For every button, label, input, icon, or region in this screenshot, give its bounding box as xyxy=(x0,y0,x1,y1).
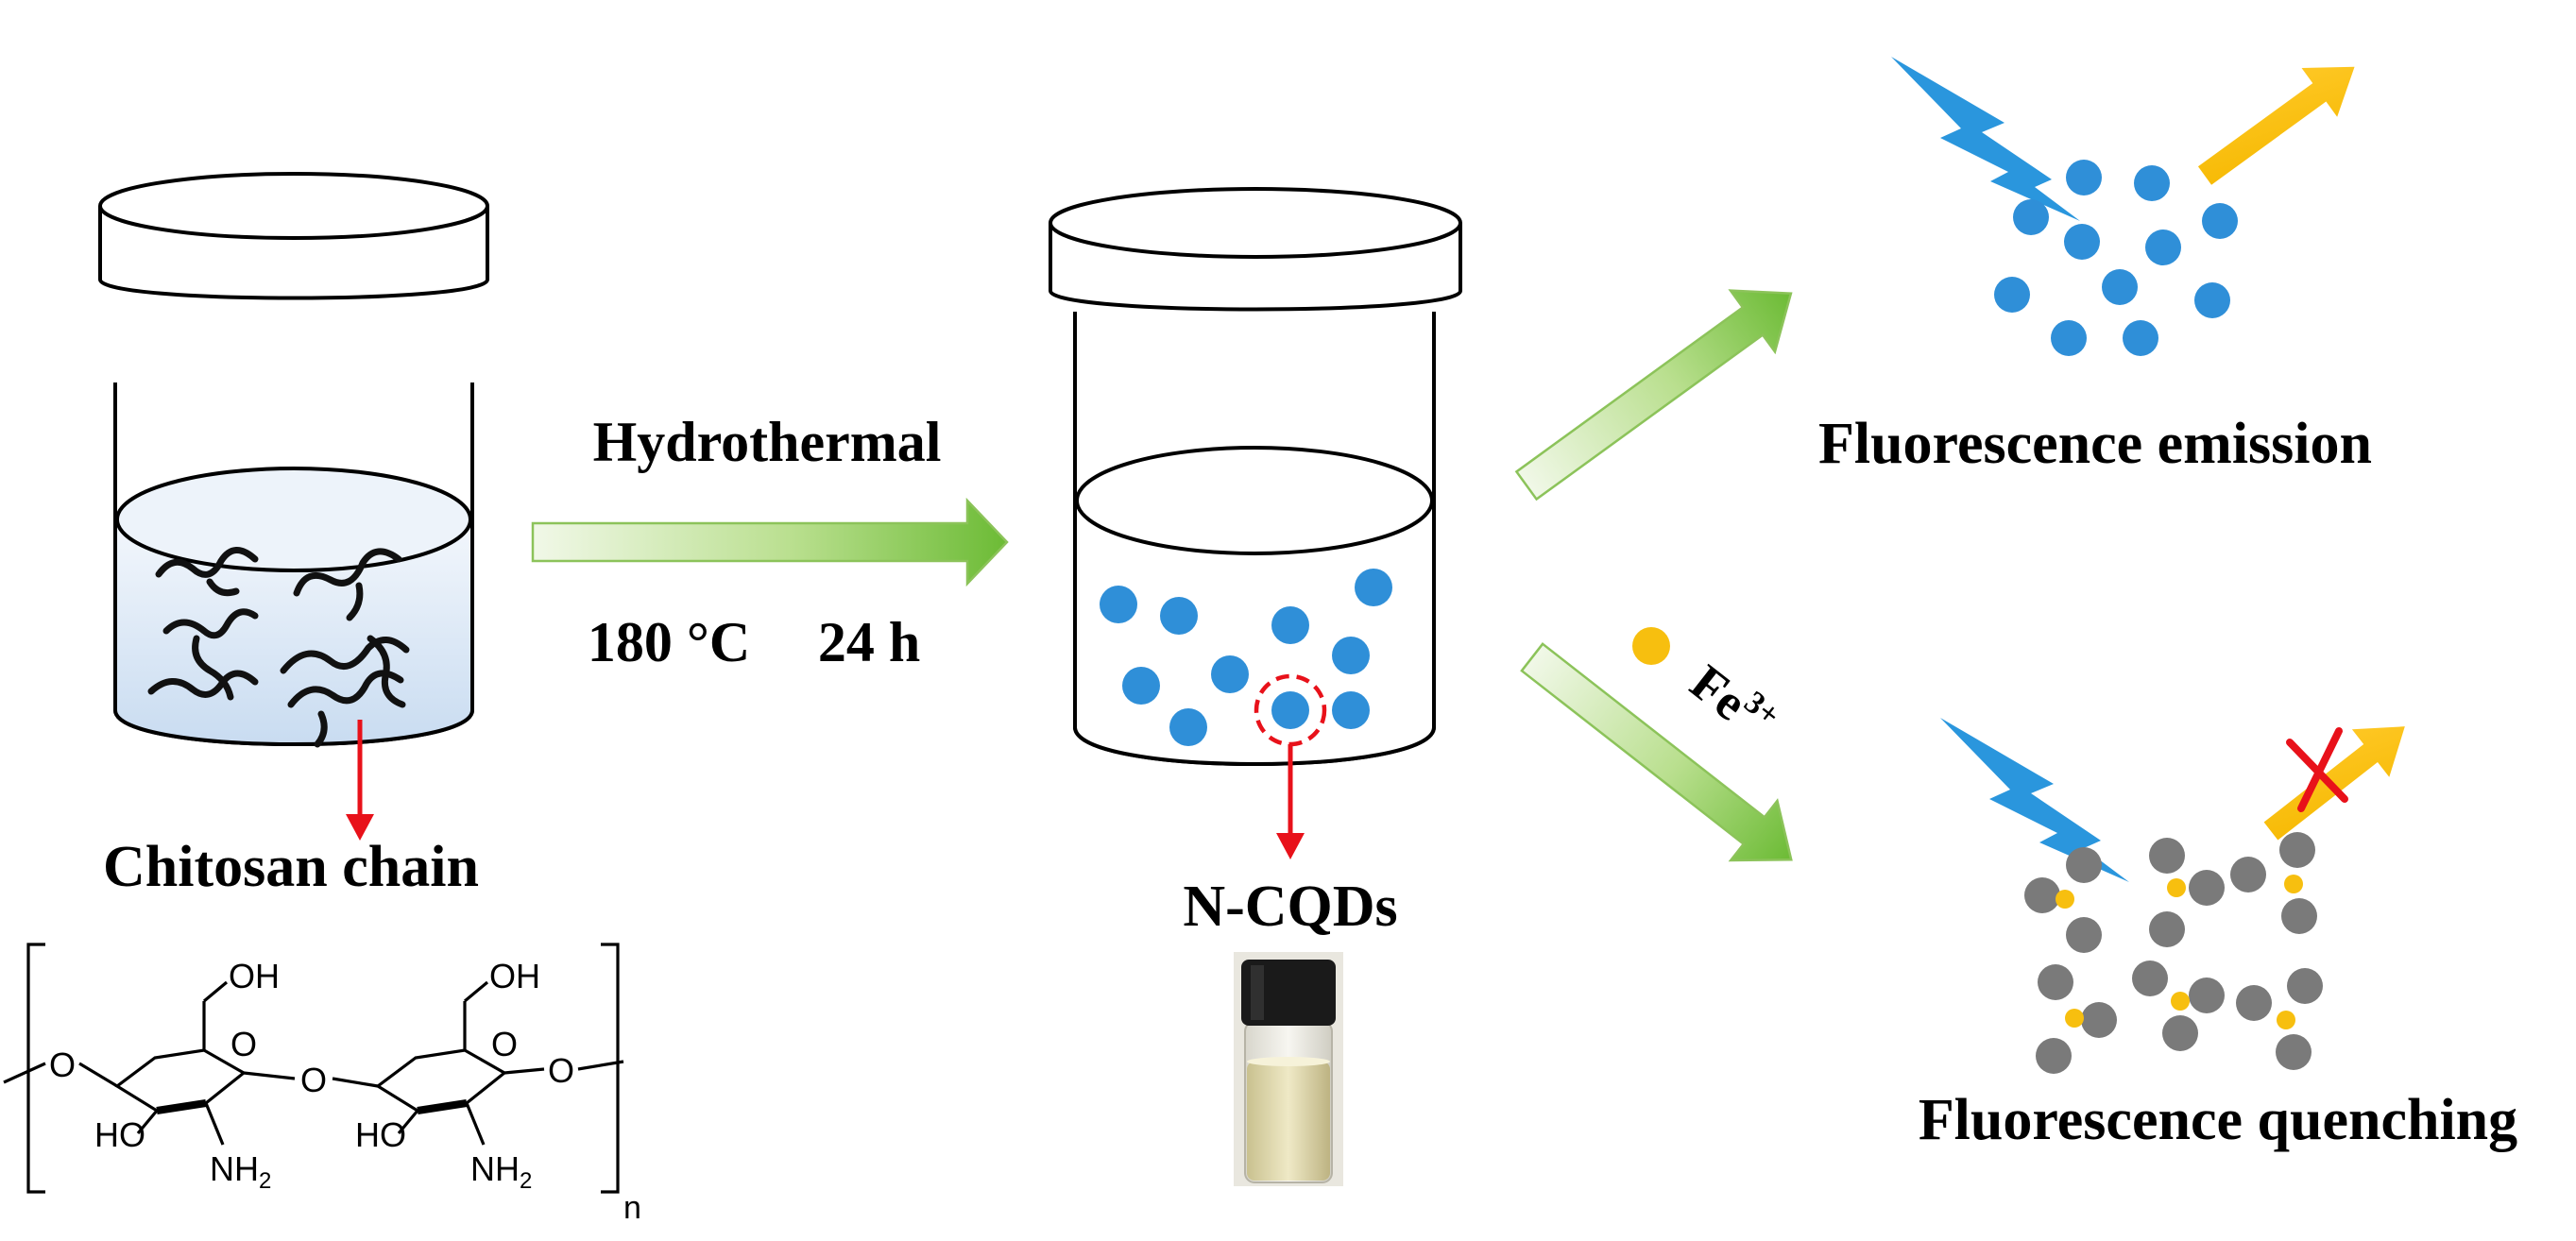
quenching-label: Fluorescence quenching xyxy=(1919,1088,2517,1152)
chem-ho-right: HO xyxy=(355,1115,406,1154)
chem-oh-left: OH xyxy=(229,957,280,995)
process-temp-label: 180 °C xyxy=(588,611,750,673)
emission-label: Fluorescence emission xyxy=(1818,412,2372,476)
process-name-label: Hydrothermal xyxy=(593,411,942,473)
emission-arrow-icon xyxy=(2187,42,2372,200)
process-time-label: 24 h xyxy=(818,611,920,673)
precursor-label: Chitosan chain xyxy=(103,835,479,899)
quenching-branch-arrow xyxy=(1509,627,1814,889)
chem-nh2-left: NH2 xyxy=(210,1149,271,1194)
chem-o-end-left: O xyxy=(49,1046,76,1084)
product-vial-photo xyxy=(1234,952,1343,1186)
chem-o-bridge: O xyxy=(300,1061,327,1099)
chem-repeat-n: n xyxy=(623,1190,641,1226)
chem-o-ring-left: O xyxy=(230,1025,257,1063)
blocked-emission-arrow xyxy=(2252,703,2423,855)
chem-o-end-right: O xyxy=(548,1051,574,1090)
reaction-jar-product xyxy=(1050,189,1460,764)
product-label: N-CQDs xyxy=(1183,875,1397,939)
fe-ion-label: Fe3+ xyxy=(1680,652,1786,753)
excitation-bolt-bottom xyxy=(1940,718,2129,882)
chem-nh2-right: NH2 xyxy=(470,1149,532,1194)
chem-ho-left: HO xyxy=(94,1115,145,1154)
fe-ion-marker xyxy=(1632,627,1670,665)
chitosan-structure-labels: O OH O HO NH2 O OH O HO NH2 O n xyxy=(49,957,641,1226)
hydrothermal-arrow xyxy=(533,501,1007,584)
quenched-aggregate-cluster xyxy=(2024,832,2323,1074)
excitation-bolt-top xyxy=(1891,57,2080,221)
chem-o-ring-right: O xyxy=(491,1025,518,1063)
chem-oh-right: OH xyxy=(489,957,540,995)
emission-branch-arrow xyxy=(1504,263,1813,516)
